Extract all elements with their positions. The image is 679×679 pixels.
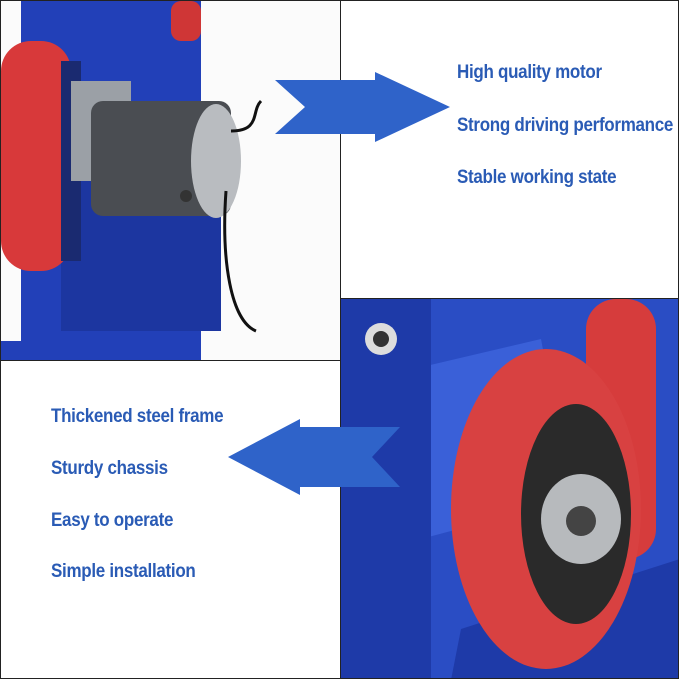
feature-thickened-frame: Thickened steel frame [51,404,224,427]
feature-strong-driving: Strong driving performance [457,113,674,136]
motor-photo-panel [0,0,341,361]
frame-photo [341,299,678,678]
feature-simple-installation: Simple installation [51,559,196,582]
feature-easy-operate: Easy to operate [51,508,174,531]
frame-features-panel: Thickened steel frame Sturdy chassis Eas… [0,360,341,679]
feature-sturdy-chassis: Sturdy chassis [51,456,168,479]
frame-photo-panel [340,298,679,679]
motor-features-panel: High quality motor Strong driving perfor… [340,0,679,299]
feature-high-quality-motor: High quality motor [457,60,602,83]
feature-stable-working: Stable working state [457,165,617,188]
motor-photo [1,1,340,360]
